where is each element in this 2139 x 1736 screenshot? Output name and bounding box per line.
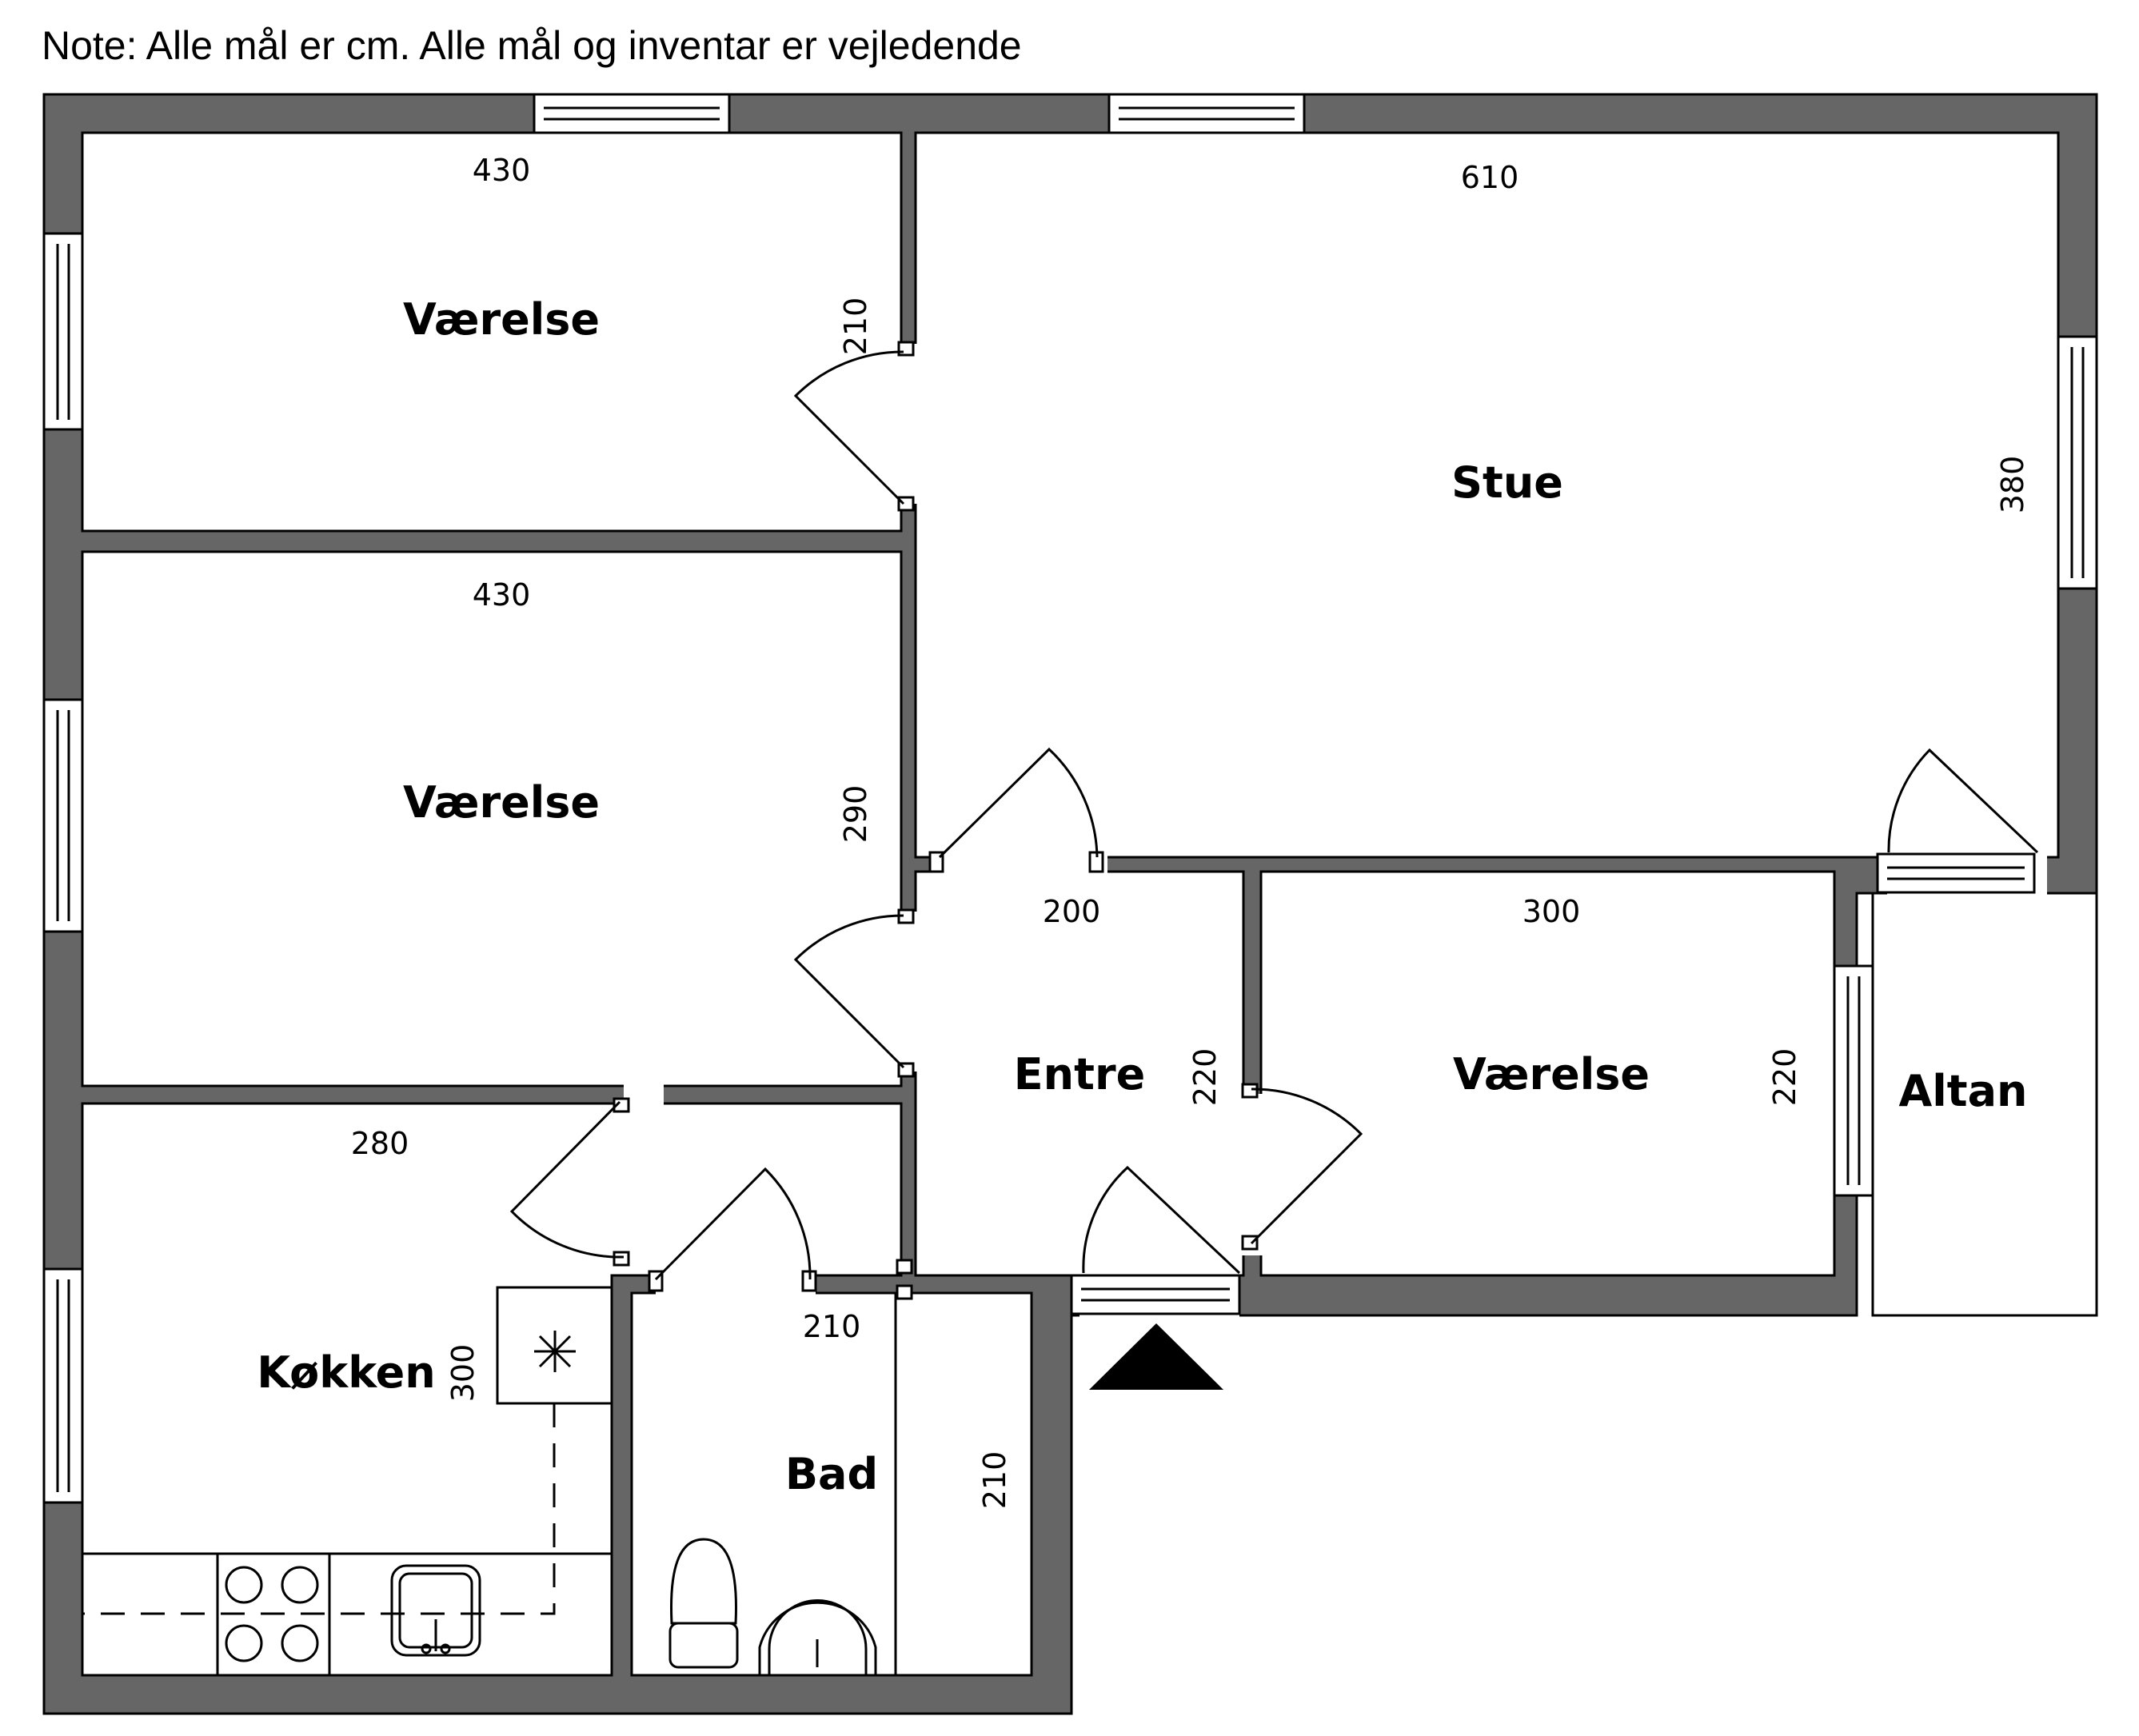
dim-entre-width: 200 — [1043, 894, 1101, 929]
room-label-altan: Altan — [1899, 1066, 2028, 1116]
plan-note: Note: Alle mål er cm. Alle mål og invent… — [42, 23, 1022, 68]
dim-entre-height: 220 — [1187, 1048, 1223, 1107]
door-swings — [509, 350, 2039, 1281]
room-label-koekken: Køkken — [257, 1347, 435, 1398]
extractor-fan-icon — [534, 1331, 576, 1372]
dim-vaerelse-1-width: 430 — [473, 153, 531, 188]
window-top-left — [533, 93, 731, 134]
room-label-bad: Bad — [785, 1449, 878, 1499]
window-left-3 — [42, 1267, 84, 1504]
window-altan-door — [1876, 852, 2036, 894]
dim-stue-width: 610 — [1461, 160, 1519, 195]
room-label-stue: Stue — [1451, 457, 1563, 508]
door-bad — [654, 1167, 812, 1281]
hob-icon — [225, 1566, 319, 1662]
room-label-vaerelse-3: Værelse — [1453, 1049, 1650, 1099]
room-label-vaerelse-2: Værelse — [403, 777, 600, 828]
dim-koekken-width: 280 — [351, 1126, 409, 1161]
window-left-2 — [42, 698, 84, 933]
dim-vaerelse-3-width: 300 — [1522, 894, 1581, 929]
window-vaerelse-3 — [1833, 964, 1874, 1197]
door-koekken — [509, 1100, 625, 1259]
room-labels: Værelse Værelse Stue Entre Værelse Altan… — [257, 294, 2027, 1499]
door-vaerelse-3 — [1250, 1087, 1363, 1245]
door-altan — [1887, 748, 2039, 854]
door-stue — [938, 747, 1099, 859]
kitchen-sink-icon — [390, 1564, 481, 1657]
dim-stue-height: 380 — [1995, 456, 2030, 514]
washbasin-icon — [758, 1599, 877, 1675]
room-label-entre: Entre — [1014, 1049, 1145, 1099]
window-left-1 — [42, 232, 84, 431]
room-label-vaerelse-1: Værelse — [403, 294, 600, 345]
door-vaerelse-2 — [793, 914, 905, 1069]
kitchen-fixtures — [81, 1286, 613, 1677]
dim-vaerelse-2-width: 430 — [473, 577, 531, 613]
windows — [42, 93, 2098, 1504]
entrance-arrow-icon — [1089, 1323, 1223, 1390]
window-right-stue — [2057, 335, 2098, 590]
door-front — [1082, 1165, 1241, 1275]
walls — [42, 93, 2098, 1715]
dim-bad-width: 210 — [803, 1309, 861, 1344]
window-top-middle — [1107, 93, 1306, 134]
dim-vaerelse-1-height: 210 — [838, 297, 873, 356]
window-front-door — [1070, 1274, 1241, 1315]
door-jambs — [613, 341, 1259, 1292]
kitchen-worktop-outline — [82, 1403, 556, 1615]
dim-koekken-height: 300 — [445, 1344, 481, 1403]
dim-vaerelse-3-height: 220 — [1767, 1048, 1802, 1107]
door-vaerelse-1 — [793, 350, 905, 505]
bathroom-fixtures — [668, 1284, 913, 1675]
dimension-labels: 430 430 610 200 300 280 210 210 290 380 … — [351, 153, 2030, 1509]
dim-vaerelse-2-height: 290 — [838, 785, 873, 844]
dim-bad-height: 210 — [977, 1451, 1012, 1510]
toilet-icon — [668, 1538, 739, 1669]
